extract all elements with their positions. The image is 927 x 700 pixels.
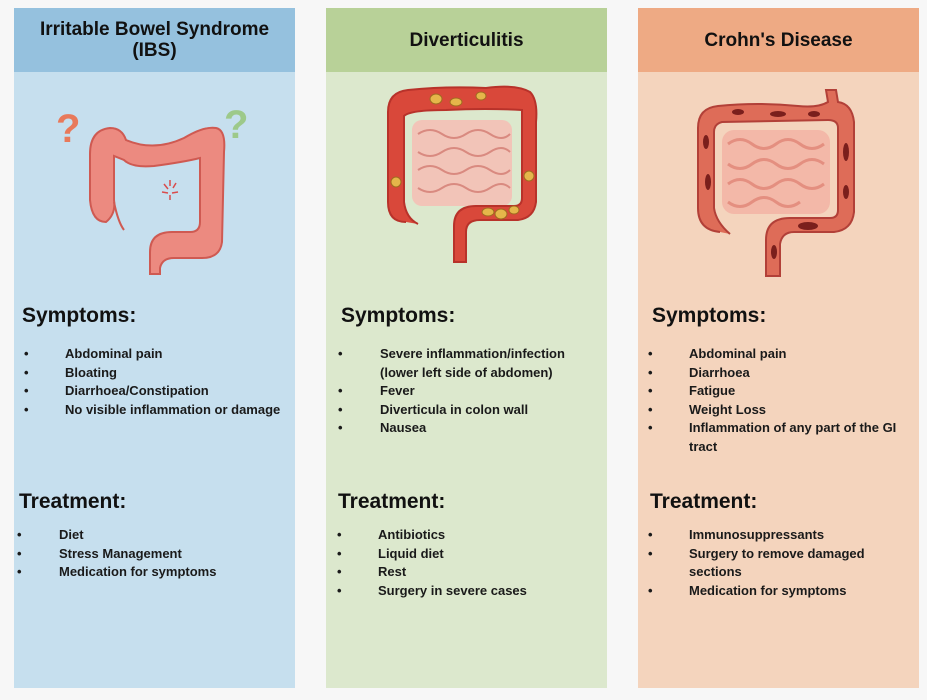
list-item: •Bloating [24, 364, 117, 380]
list-item: •Stress Management [17, 545, 182, 561]
diverticulitis-header: Diverticulitis [326, 8, 607, 72]
list-item: •Rest [337, 564, 407, 580]
list-item: •Medication for symptoms [17, 564, 217, 580]
crohns-treatment-heading: Treatment: [650, 490, 758, 513]
ibs-title-line1: Irritable Bowel Syndrome [39, 19, 270, 40]
list-item: •Severe inflammation/infection(lower lef… [338, 346, 565, 380]
list-item: •Diarrhoea [648, 364, 750, 380]
list-item: •Diarrhoea/Constipation [24, 383, 209, 399]
colon-with-question-marks-illustration: ? ? [14, 72, 295, 292]
ibs-symptoms-list: •Abdominal pain •Bloating •Diarrhoea/Con… [24, 345, 289, 419]
ibs-panel: Irritable Bowel Syndrome (IBS) ? ? Sympt… [14, 8, 295, 688]
ibs-treatment-list: •Diet •Stress Management •Medication for… [17, 526, 287, 582]
list-item: •Surgery to remove damaged sections [648, 545, 865, 580]
crohns-panel: Crohn's Disease Symptoms: •Abdomina [638, 8, 919, 688]
list-item: •Abdominal pain [648, 346, 787, 361]
inflammation-patches [703, 109, 849, 259]
list-item: •No visible inflammation or damage [24, 401, 281, 417]
diverticulitis-panel: Diverticulitis Symptoms: •Severe inflamm… [326, 8, 607, 688]
crohns-treatment-list: •Immunosuppressants •Surgery to remove d… [648, 526, 913, 600]
crohns-symptoms-list: •Abdominal pain •Diarrhoea •Fatigue •Wei… [648, 345, 913, 457]
list-item: •Diverticula in colon wall [338, 401, 529, 417]
list-item: •Diet [17, 527, 84, 542]
list-item: •Inflammation of any part of the GI trac… [648, 420, 897, 454]
list-item: •Abdominal pain [24, 346, 163, 361]
ibs-symptoms-heading: Symptoms: [22, 304, 137, 327]
crohns-symptoms-heading: Symptoms: [652, 304, 767, 327]
svg-text:?: ? [224, 103, 248, 147]
list-item: •Medication for symptoms [648, 582, 847, 598]
diverticulitis-title: Diverticulitis [409, 29, 524, 51]
ibs-header: Irritable Bowel Syndrome (IBS) [14, 8, 295, 72]
ibs-treatment-heading: Treatment: [19, 490, 127, 513]
question-mark-icon: ? [56, 107, 80, 151]
inflamed-colon-with-diverticula-illustration [326, 72, 607, 292]
colon-with-patchy-inflammation-illustration [638, 72, 919, 292]
question-mark-icon: ? [224, 103, 248, 147]
list-item: •Liquid diet [337, 545, 444, 561]
ibs-title-line2: (IBS) [132, 40, 177, 61]
diverticulitis-treatment-list: •Antibiotics •Liquid diet •Rest •Surgery… [337, 526, 602, 600]
list-item: •Immunosuppressants [648, 527, 825, 542]
list-item: •Nausea [338, 420, 427, 436]
diverticulitis-symptoms-heading: Symptoms: [341, 304, 456, 327]
list-item: •Fever [338, 383, 415, 399]
svg-text:?: ? [56, 107, 80, 151]
list-item: •Antibiotics [337, 527, 446, 542]
diverticulitis-treatment-heading: Treatment: [338, 490, 446, 513]
list-item: •Weight Loss [648, 401, 767, 417]
diverticula-spots [390, 91, 535, 220]
crohns-header: Crohn's Disease [638, 8, 919, 72]
list-item: •Surgery in severe cases [337, 582, 527, 598]
crohns-title: Crohn's Disease [704, 29, 853, 51]
pain-burst-icon [161, 180, 179, 200]
list-item: •Fatigue [648, 383, 736, 399]
diverticulitis-symptoms-list: •Severe inflammation/infection(lower lef… [338, 345, 603, 438]
